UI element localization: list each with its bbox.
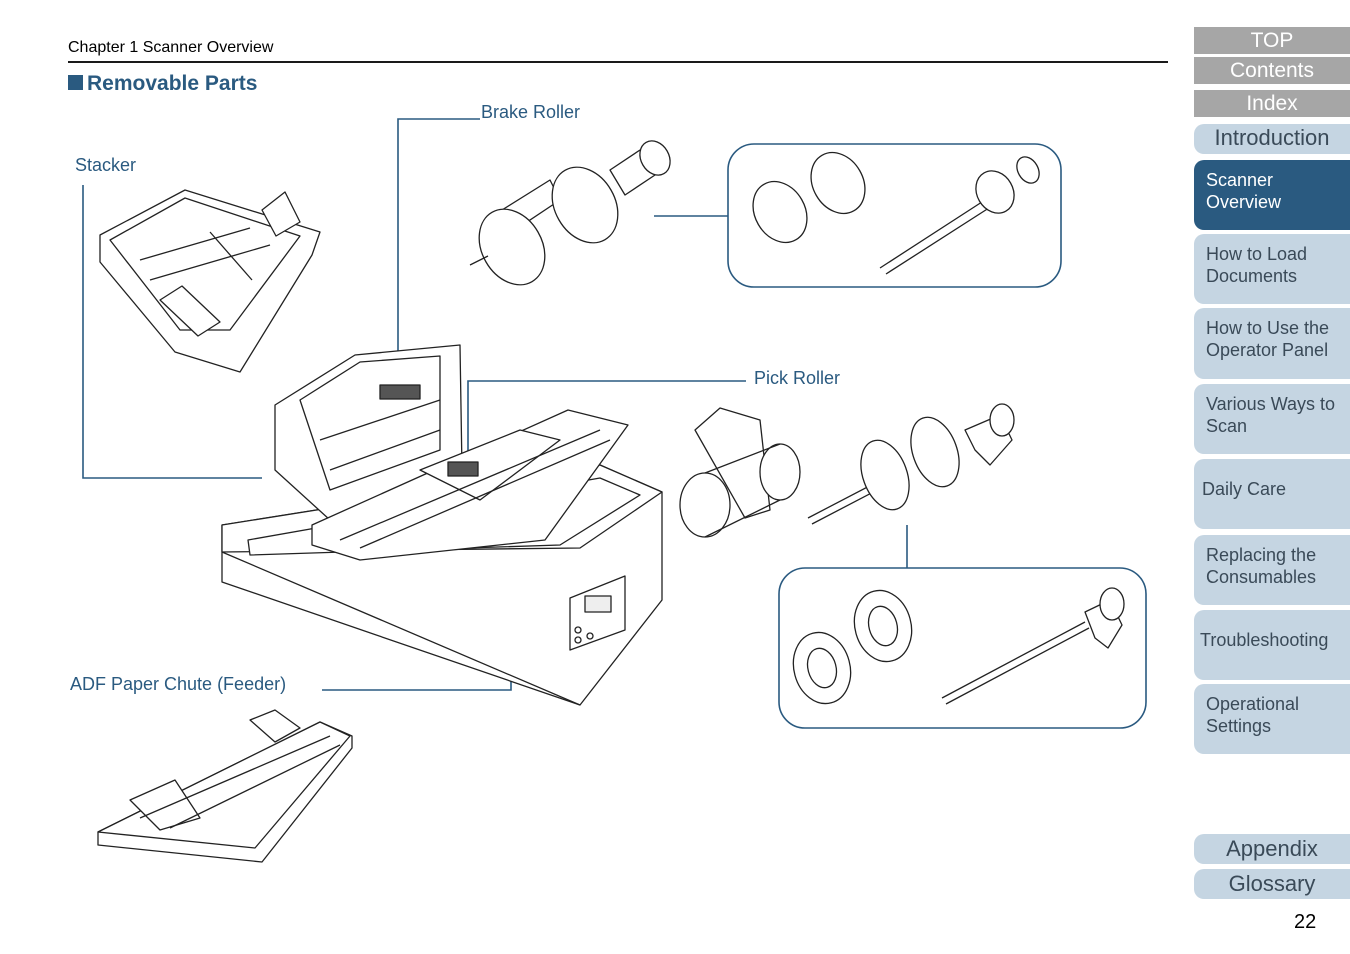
pick-roller-inset-frame (778, 567, 1147, 729)
nav-scanner-overview[interactable]: Scanner Overview (1194, 160, 1350, 230)
nav-how-to-load[interactable]: How to Load Documents (1194, 234, 1350, 304)
section-title-text: Removable Parts (87, 72, 258, 95)
scanner-body-drawing (221, 344, 663, 706)
nav-replacing-consumables[interactable]: Replacing the Consumables (1194, 535, 1350, 605)
removable-parts-illustration (82, 118, 1147, 863)
nav-operational-settings[interactable]: Operational Settings (1194, 684, 1350, 754)
pick-roller-label: Pick Roller (754, 368, 841, 388)
brake-roller-drawing (469, 140, 671, 286)
adf-chute-label: ADF Paper Chute (Feeder) (70, 674, 287, 694)
stacker-drawing (99, 189, 321, 373)
adf-chute-drawing (97, 709, 353, 863)
brake-roller-parts-drawing (752, 151, 1040, 275)
chapter-header: Chapter 1 Scanner Overview (68, 39, 274, 56)
pick-roller-drawing (807, 403, 1015, 525)
stacker-label: Stacker (75, 155, 137, 175)
section-title: Removable Parts (68, 72, 257, 96)
pick-roller-leader (467, 380, 746, 460)
pick-roller-cover-drawing (679, 407, 801, 538)
brake-roller-label: Brake Roller (481, 102, 581, 122)
brake-roller-leader (397, 118, 480, 360)
header-rule (68, 61, 1168, 63)
square-bullet-icon (68, 75, 83, 90)
nav-glossary[interactable]: Glossary (1194, 869, 1350, 899)
nav-appendix[interactable]: Appendix (1194, 834, 1350, 864)
nav-contents-button[interactable]: Contents (1194, 57, 1350, 84)
stacker-leader (82, 185, 262, 479)
nav-ways-to-scan[interactable]: Various Ways to Scan (1194, 384, 1350, 454)
nav-operator-panel[interactable]: How to Use the Operator Panel (1194, 308, 1350, 379)
nav-introduction[interactable]: Introduction (1194, 124, 1350, 154)
nav-top-button[interactable]: TOP (1194, 27, 1350, 54)
pick-roller-parts-drawing (792, 587, 1125, 705)
nav-index-button[interactable]: Index (1194, 90, 1350, 117)
nav-troubleshooting[interactable]: Troubleshooting (1194, 610, 1350, 680)
page-number: 22 (1294, 911, 1317, 933)
brake-roller-inset-frame (727, 143, 1062, 288)
nav-daily-care[interactable]: Daily Care (1194, 459, 1350, 529)
